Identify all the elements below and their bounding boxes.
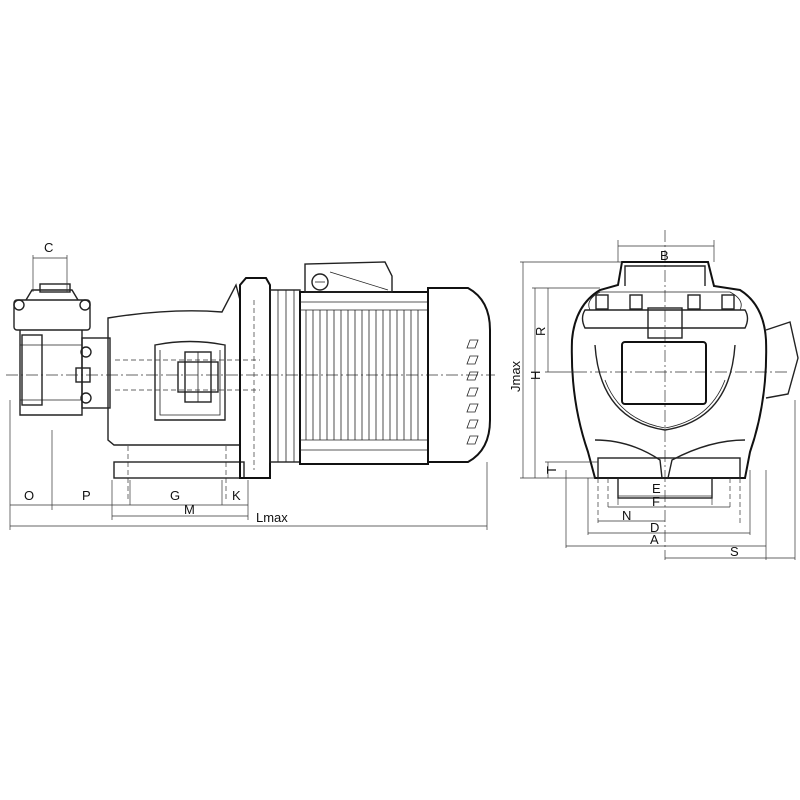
dim-label-K: K [232,488,241,503]
dim-label-H: H [528,371,543,380]
motor-flange [239,277,301,479]
base-foot [113,461,245,479]
bearing-bracket [107,283,260,500]
dim-label-P: P [82,488,91,503]
dim-label-S: S [730,544,739,559]
fan-cover [427,287,491,463]
dim-label-Lmax: Lmax [256,510,288,525]
side-view: C O P G K M Lmax [6,240,495,530]
dim-label-A: A [650,532,659,547]
dim-label-F: F [652,494,660,509]
dim-label-B: B [660,248,669,263]
nameplate [621,341,707,405]
end-view: B R H Jmax T E F N D A S [508,230,799,560]
dim-label-D: D [650,520,659,535]
dim-label-O: O [24,488,34,503]
bolt-icon [595,294,609,310]
motor-body [299,291,429,465]
terminal-box [304,261,393,293]
dim-label-T: T [544,466,559,474]
terminal-screw-icon [311,273,329,291]
end-body-outline [570,261,768,479]
dim-label-M: M [184,502,195,517]
bolt-icon [721,294,735,310]
bolt-icon [629,294,643,310]
side-view-dimensions [9,255,488,530]
dim-label-C: C [44,240,53,255]
outlet-nozzle [765,321,799,399]
dim-label-N: N [622,508,631,523]
end-view-dimensions [520,240,796,560]
dim-label-G: G [170,488,180,503]
bolt-icon [687,294,701,310]
dim-label-Jmax: Jmax [508,360,523,392]
center-boss [647,307,683,339]
pump-casing [13,283,111,416]
dim-label-R: R [533,327,548,336]
dim-label-E: E [652,481,661,496]
end-base-foot [617,477,713,499]
